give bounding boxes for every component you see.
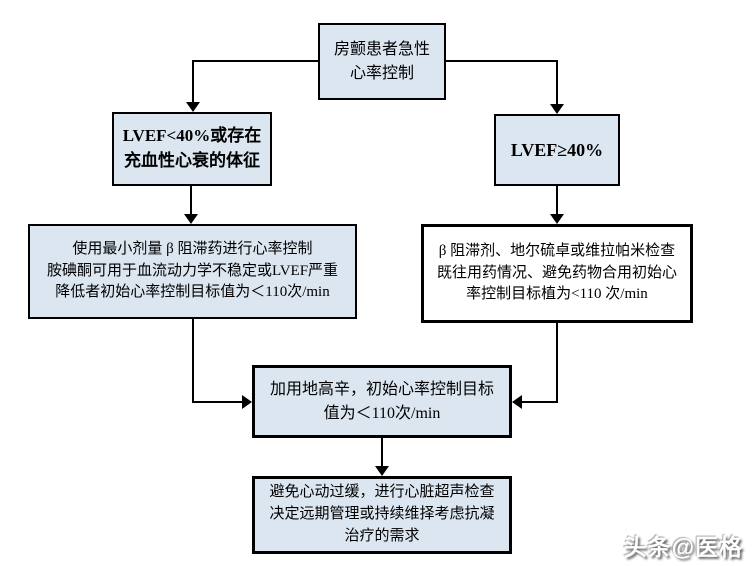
- lvef-high-branch-box: LVEF≥40%: [494, 114, 620, 186]
- connector-right-treatment-down: [556, 323, 558, 403]
- arrowhead-left-digoxin-icon: [512, 395, 522, 409]
- connector-left-treatment-horizontal: [192, 401, 243, 403]
- arrowhead-down-right-treatment-icon: [550, 214, 564, 224]
- digoxin-step-box: 加用地高辛，初始心率控制目标 值为＜110次/min: [252, 365, 512, 438]
- arrowhead-right-digoxin-icon: [242, 395, 252, 409]
- low-lvef-treatment-box: 使用最小剂量 β 阻滞药进行心率控制 胺碘酮可用于血流动力学不稳定或LVEF严重…: [28, 224, 357, 319]
- final-management-box: 避免心动过缓，进行心脏超声检查 决定远期管理或持续维择考虑抗凝 治疗的需求: [252, 476, 512, 554]
- connector-digoxin-to-final: [381, 438, 383, 467]
- watermark-text: 头条@医格: [623, 534, 743, 560]
- high-lvef-treatment-box: β 阻滞剂、地尔硫卓或维拉帕米检查 既往用药情况、避免药物合用初始心 率控制目标…: [421, 224, 693, 323]
- connector-root-left-horizontal: [193, 60, 318, 62]
- connector-right-branch-to-treatment: [556, 186, 558, 215]
- connector-left-treatment-down: [192, 319, 194, 403]
- arrowhead-down-final-icon: [375, 466, 389, 476]
- connector-left-branch-to-treatment: [190, 186, 192, 215]
- connector-root-right-horizontal: [446, 60, 557, 62]
- connector-root-right-vertical: [556, 60, 558, 104]
- root-node-box: 房颤患者急性 心率控制: [318, 23, 446, 100]
- arrowhead-down-left-branch-icon: [186, 102, 200, 112]
- lvef-low-branch-box: LVEF<40%或存在 充血性心衰的体征: [112, 112, 272, 186]
- connector-right-treatment-horizontal: [522, 401, 558, 403]
- arrowhead-down-right-branch-icon: [550, 104, 564, 114]
- arrowhead-down-left-treatment-icon: [184, 214, 198, 224]
- connector-root-left-vertical: [192, 60, 194, 103]
